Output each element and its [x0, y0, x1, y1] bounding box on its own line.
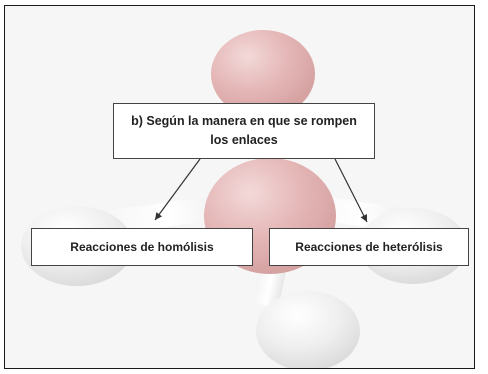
child-node-homolisis: Reacciones de homólisis — [31, 228, 253, 266]
child-node-heterolisis-label: Reacciones de heterólisis — [295, 240, 443, 254]
child-node-homolisis-label: Reacciones de homólisis — [70, 240, 214, 254]
atom-top — [211, 30, 315, 118]
child-node-heterolisis: Reacciones de heterólisis — [269, 228, 469, 266]
molecule-background-illustration — [21, 30, 467, 368]
root-node-label: b) Según la manera en que se rompen los … — [131, 114, 357, 147]
root-node: b) Según la manera en que se rompen los … — [113, 103, 375, 159]
slide-frame: b) Según la manera en que se rompen los … — [4, 5, 475, 369]
atom-bottom — [256, 291, 360, 368]
